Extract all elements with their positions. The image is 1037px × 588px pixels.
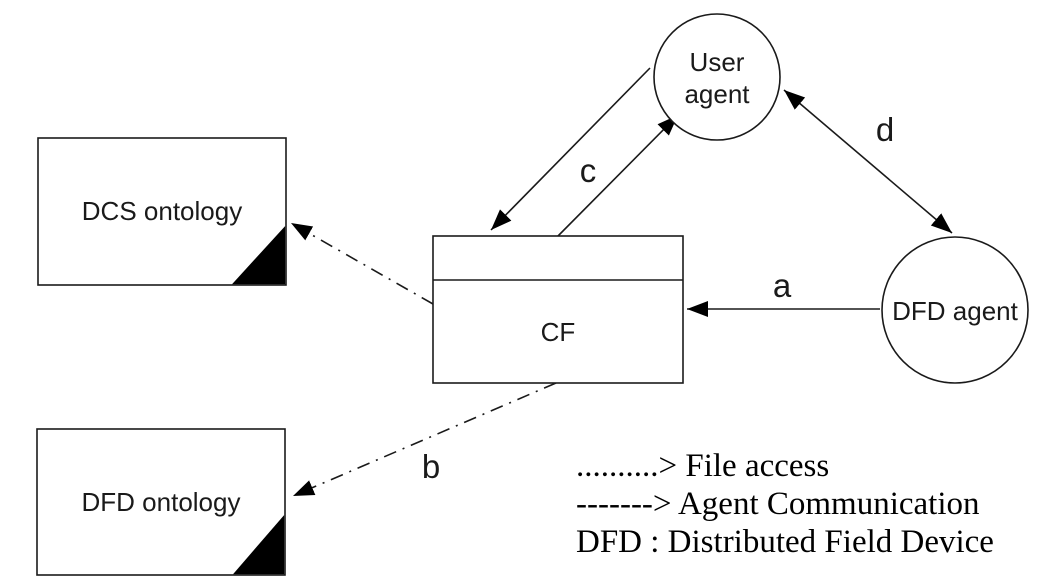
- user-agent-label-line2: agent: [684, 79, 750, 109]
- edge-cf-to-dcs-ontology: [290, 222, 434, 305]
- file-access-arrow-dcs: [290, 222, 434, 305]
- edge-user-agent-dfd-agent: d: [783, 89, 953, 234]
- user-agent-node: User agent: [653, 13, 781, 141]
- dcs-ontology-label: DCS ontology: [82, 196, 242, 226]
- edge-cf-user-agent-pair: c: [490, 67, 679, 237]
- dfd-agent-label: DFD agent: [892, 296, 1018, 326]
- user-agent-circle: [653, 13, 781, 141]
- dcs-ontology-box: [37, 137, 287, 286]
- legend-agent-communication: -------> Agent Communication: [576, 486, 980, 522]
- dfd-ontology-corner-triangle: [233, 515, 285, 575]
- cf-node: CF: [432, 235, 684, 384]
- edge-cf-to-dfd-ontology: b: [292, 382, 557, 497]
- dfd-ontology-node: DFD ontology: [36, 428, 286, 576]
- dfd-agent-node: DFD agent: [881, 236, 1029, 384]
- edge-label-a: a: [773, 267, 792, 304]
- file-access-arrow-dfd: [292, 382, 557, 497]
- cf-label: CF: [541, 317, 576, 347]
- dfd-ontology-box: [36, 428, 286, 576]
- dcs-ontology-node: DCS ontology: [37, 137, 287, 286]
- dfd-ontology-label: DFD ontology: [82, 487, 241, 517]
- agent-comm-arrow-user-to-cf: [490, 67, 651, 231]
- cf-box: [432, 235, 684, 384]
- legend-dfd-abbreviation: DFD : Distributed Field Device: [576, 524, 994, 560]
- agent-comm-arrow-d: [783, 89, 953, 234]
- dfd-agent-circle: [881, 236, 1029, 384]
- edge-label-c: c: [580, 152, 597, 189]
- edge-dfd-agent-to-cf: a: [687, 267, 880, 317]
- edge-label-b: b: [422, 448, 440, 485]
- legend-file-access: ..........> File access: [576, 448, 829, 484]
- legend: ..........> File access -------> Agent C…: [576, 448, 994, 560]
- dcs-ontology-corner-triangle: [232, 226, 286, 285]
- user-agent-label-line1: User: [690, 47, 745, 77]
- agent-comm-arrow-cf-to-user: [557, 114, 679, 237]
- edge-label-d: d: [876, 111, 894, 148]
